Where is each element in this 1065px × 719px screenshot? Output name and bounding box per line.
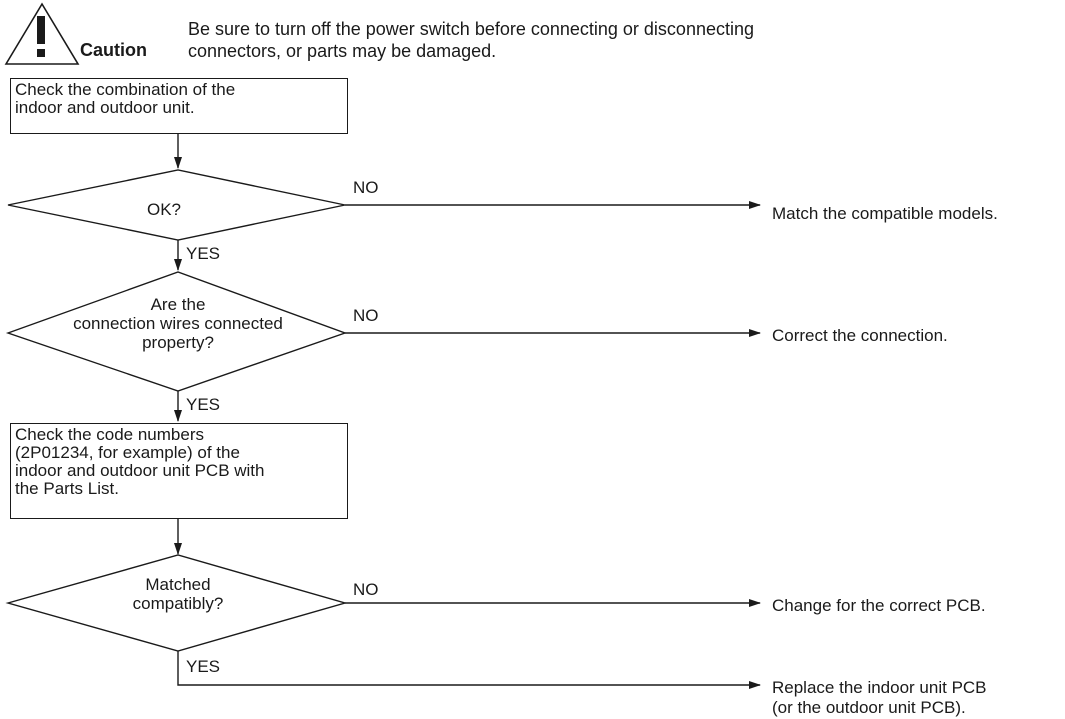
decision3-no-label: NO <box>353 580 379 599</box>
step2-box: Check the code numbers (2P01234, for exa… <box>10 423 348 519</box>
step1-box: Check the combination of the indoor and … <box>10 78 348 134</box>
caution-triangle-icon <box>4 2 80 65</box>
caution-message-line2: connectors, or parts may be damaged. <box>188 41 497 61</box>
decision2-line2: connection wires connected <box>73 314 283 333</box>
decision2-no-action: Correct the connection. <box>772 326 948 345</box>
final-action: Replace the indoor unit PCB (or the outd… <box>772 678 987 718</box>
decision3-no-action: Change for the correct PCB. <box>772 596 986 615</box>
step1-line2: indoor and outdoor unit. <box>15 98 195 117</box>
caution-label: Caution <box>80 40 147 60</box>
decision3-line2: compatibly? <box>132 594 224 613</box>
caution-message: Be sure to turn off the power switch bef… <box>188 18 754 62</box>
decision3-yes-label: YES <box>186 657 221 676</box>
decision2-question: Are the connection wires connected prope… <box>18 295 338 352</box>
decision2-no-label: NO <box>353 306 379 325</box>
step2-line4: the Parts List. <box>15 479 119 498</box>
final-line1: Replace the indoor unit PCB <box>772 678 987 697</box>
final-line2: (or the outdoor unit PCB). <box>772 698 966 717</box>
decision3-yes-arrow <box>177 651 761 689</box>
decision1-yes-label: YES <box>186 244 221 263</box>
decision2-line1: Are the <box>150 295 206 314</box>
step2-line3: indoor and outdoor unit PCB with <box>15 461 265 480</box>
decision3-question: Matched compatibly? <box>18 575 338 613</box>
caution-message-line1: Be sure to turn off the power switch bef… <box>188 19 754 39</box>
step2-line1: Check the code numbers <box>15 425 204 444</box>
decision1-no-label: NO <box>353 178 379 197</box>
decision3-line1: Matched <box>145 575 211 594</box>
decision1-no-action: Match the compatible models. <box>772 204 998 223</box>
decision2-yes-label: YES <box>186 395 221 414</box>
step2-line2: (2P01234, for example) of the <box>15 443 240 462</box>
decision1-question: OK? <box>147 200 182 219</box>
decision2-line3: property? <box>142 333 214 352</box>
step1-line1: Check the combination of the <box>15 80 236 99</box>
